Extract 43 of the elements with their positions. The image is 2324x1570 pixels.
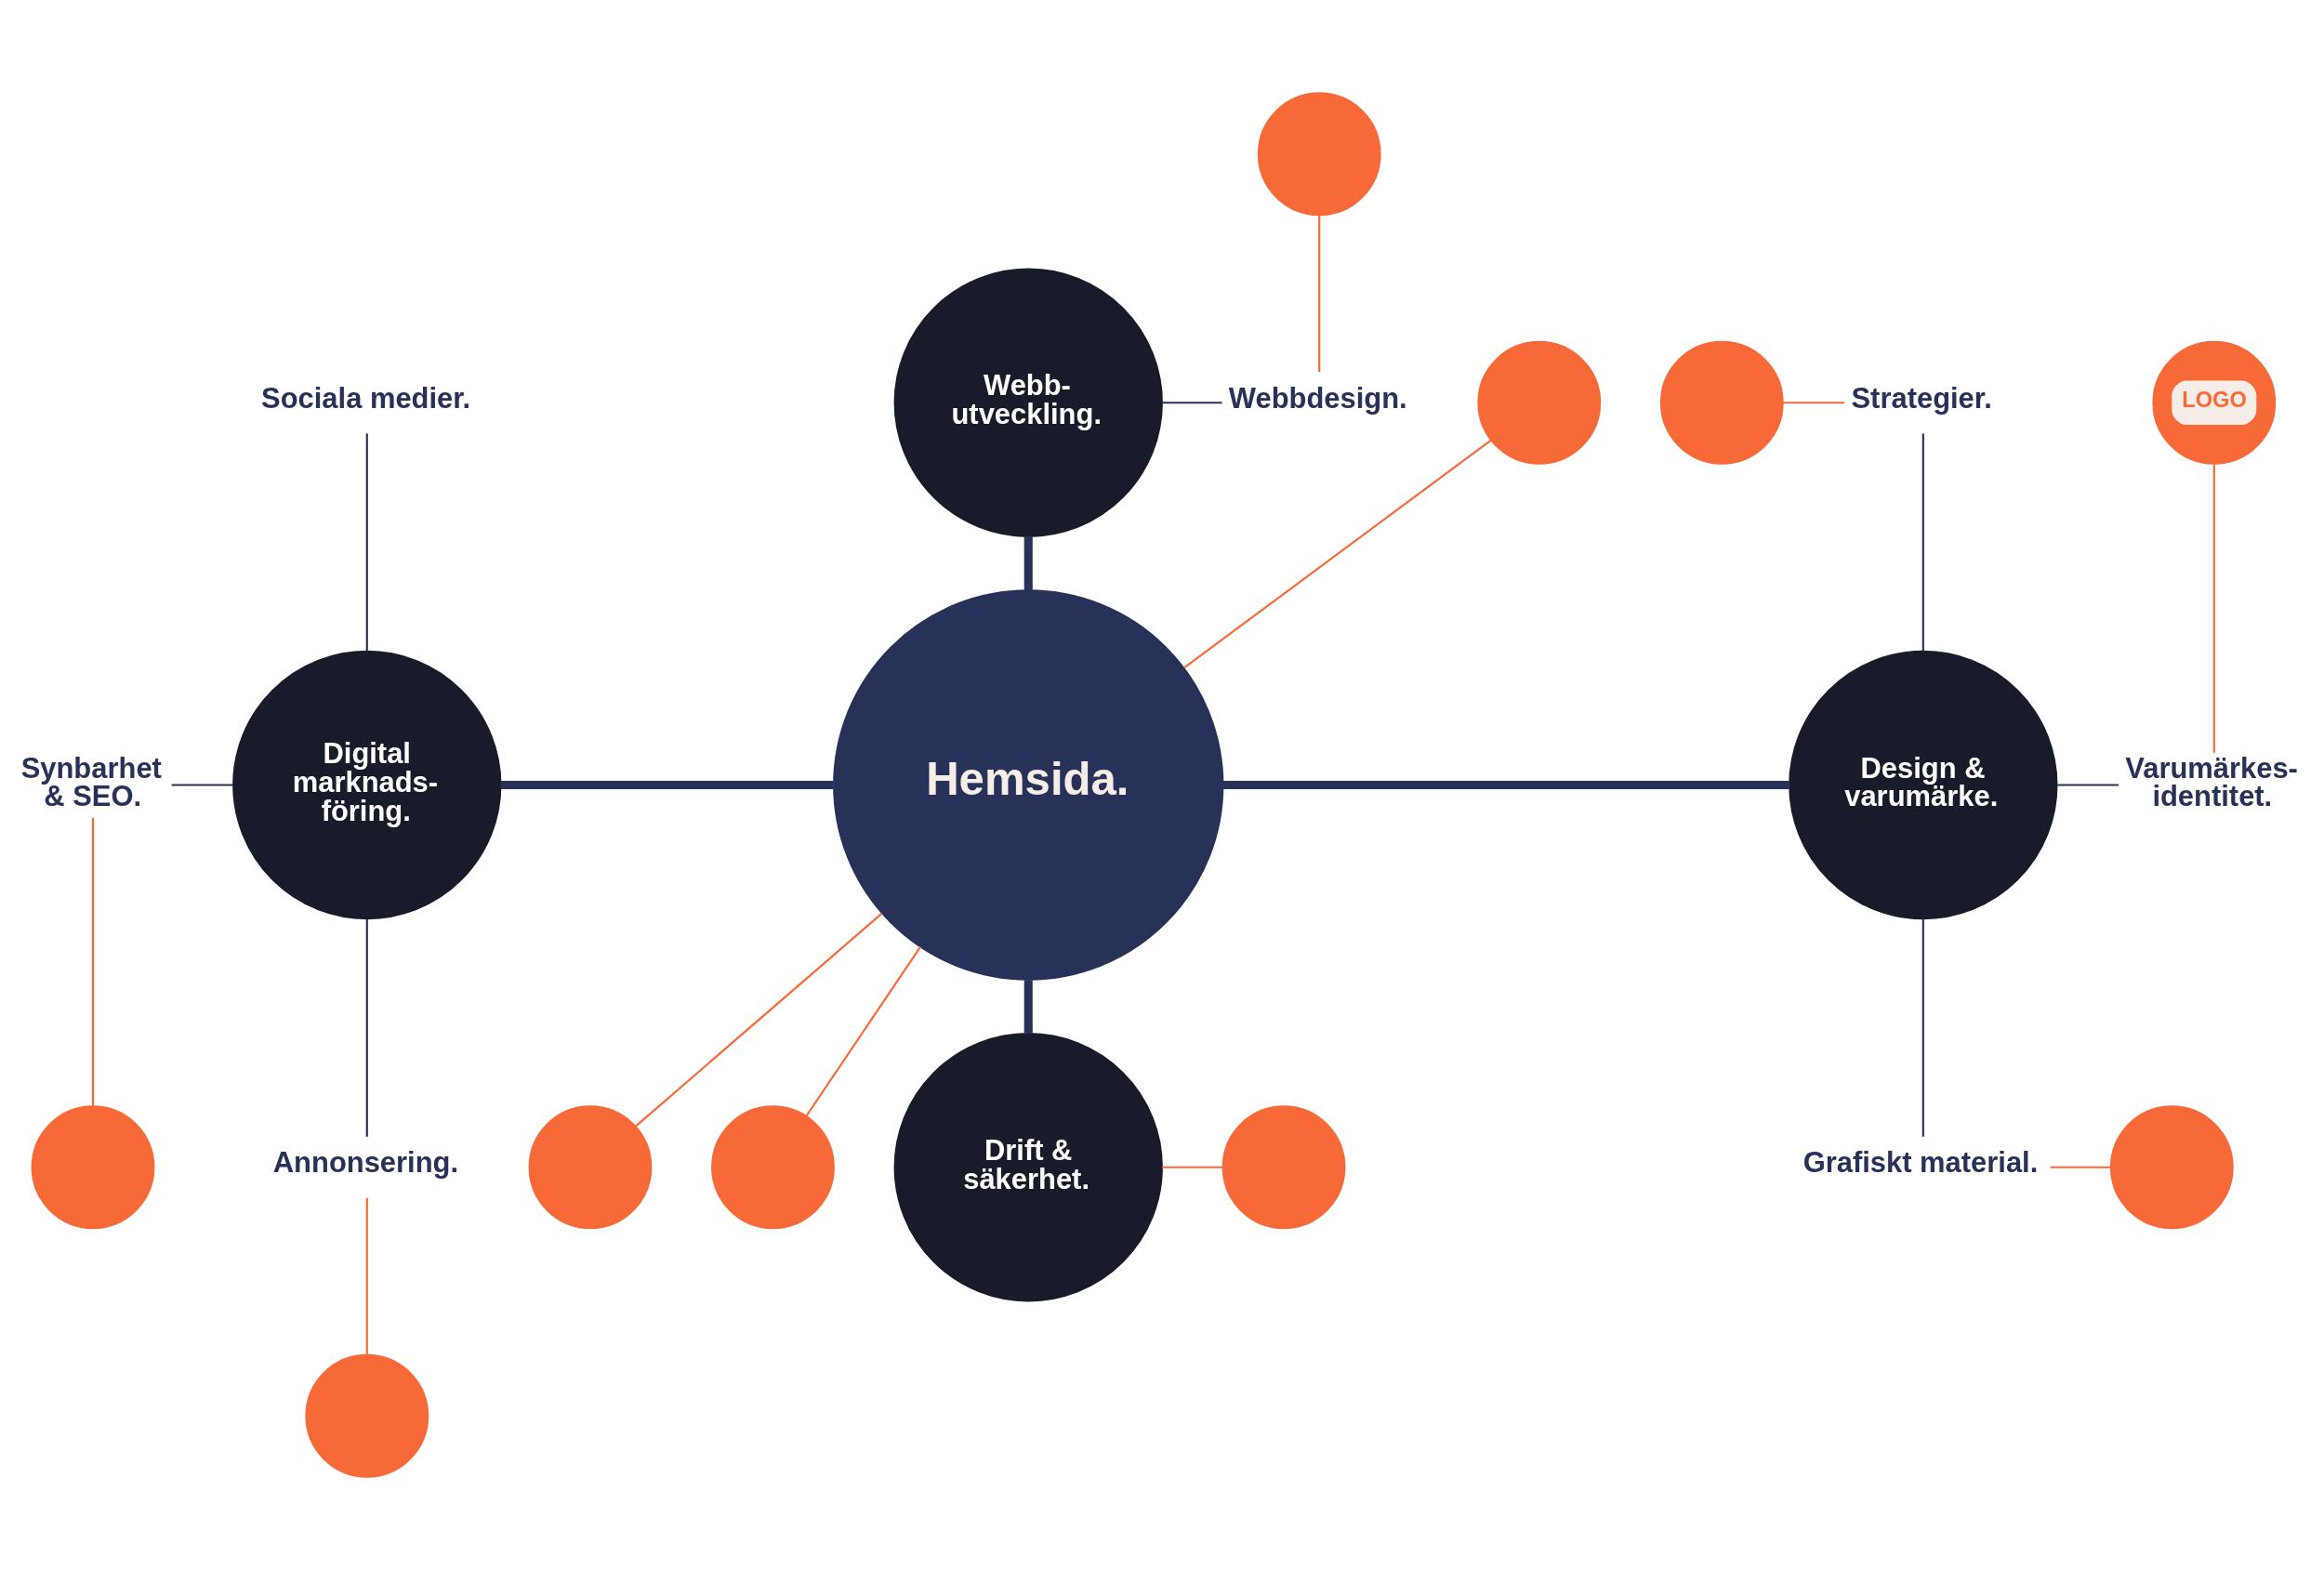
- node-text: Grafiskt material.: [1802, 1146, 2039, 1180]
- node-circle: LOGO: [2152, 340, 2277, 465]
- node-circle: Design & varumärke.: [1789, 650, 2058, 920]
- connector: [805, 945, 922, 1117]
- connector: [365, 433, 368, 652]
- connector: [171, 784, 233, 786]
- node-circle: [2109, 1105, 2234, 1230]
- node-circle: Hemsida.: [833, 589, 1224, 981]
- connector: [1222, 780, 1789, 790]
- node-text: Strategier.: [1851, 381, 1992, 415]
- node-circle: [711, 1105, 835, 1230]
- connector: [2050, 1166, 2111, 1168]
- node-circle: [1477, 340, 1602, 465]
- connector: [1318, 215, 1321, 373]
- connector: [365, 918, 368, 1137]
- connector: [1023, 980, 1033, 1034]
- connector: [635, 912, 883, 1128]
- node-text: Annonsering.: [272, 1146, 459, 1180]
- node-circle: Webb- utveckling.: [893, 268, 1163, 537]
- node-circle: [528, 1105, 653, 1230]
- node-text: Varumärkes- identitet.: [2125, 751, 2298, 813]
- node-circle: Digital marknads- föring.: [232, 650, 502, 920]
- node-text: Webbdesign.: [1228, 381, 1407, 415]
- connector: [1921, 433, 1924, 652]
- node-circle: [31, 1105, 155, 1230]
- connector: [91, 817, 95, 1106]
- connector: [1162, 1166, 1223, 1168]
- connector: [500, 780, 834, 790]
- connector: [2212, 463, 2215, 753]
- node-text: Synbarhet & SEO.: [20, 751, 162, 813]
- connector: [1023, 536, 1033, 591]
- connector: [1162, 402, 1222, 404]
- connector: [365, 1197, 368, 1355]
- node-circle: [1257, 92, 1381, 217]
- node-text: Sociala medier.: [261, 381, 471, 415]
- connector: [2057, 784, 2119, 786]
- node-circle: [1659, 340, 1784, 465]
- node-circle: [1221, 1105, 1346, 1230]
- connector: [1783, 402, 1845, 404]
- connector: [1921, 918, 1924, 1137]
- node-circle: [305, 1353, 429, 1478]
- connector: [1183, 439, 1492, 669]
- node-circle: Drift & säkerhet.: [893, 1033, 1163, 1302]
